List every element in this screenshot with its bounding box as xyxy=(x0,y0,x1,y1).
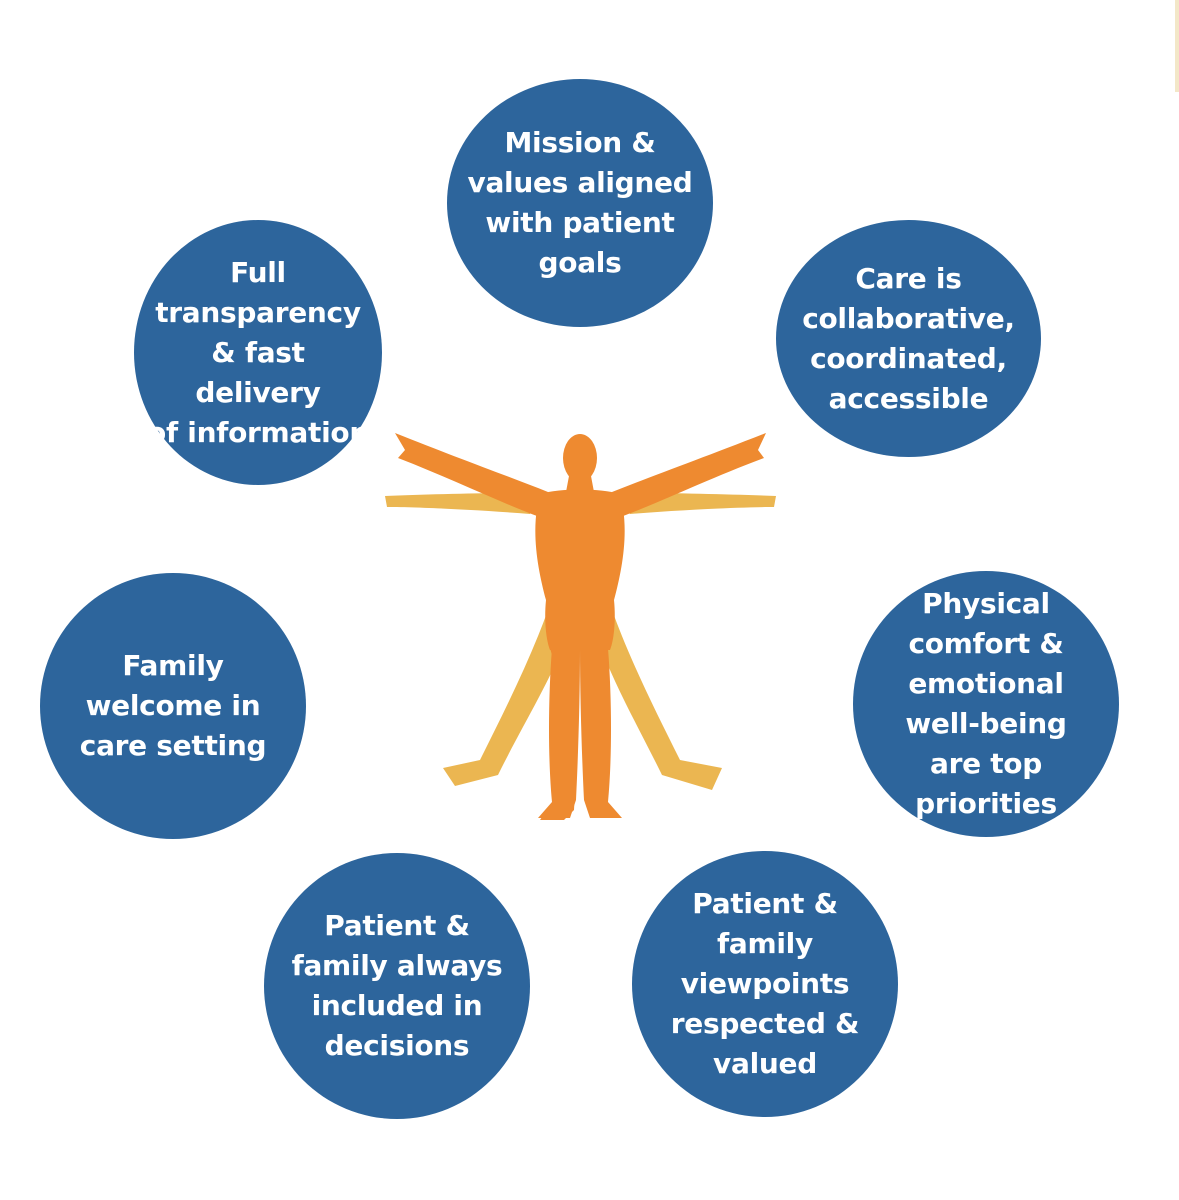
circle-mission-label: Mission & values aligned with patient go… xyxy=(467,126,693,279)
circle-transparency: Full transparency & fast delivery of inf… xyxy=(134,220,382,485)
circle-physical: Physical comfort & emotional well-being … xyxy=(853,571,1119,837)
circle-care-label: Care is collaborative, coordinated, acce… xyxy=(802,261,1015,415)
circle-family-label: Family welcome in care setting xyxy=(79,649,267,762)
circle-viewpoints: Patient & family viewpoints respected & … xyxy=(632,851,898,1117)
circle-decisions-label: Patient & family always included in deci… xyxy=(291,909,503,1062)
circle-care: Care is collaborative, coordinated, acce… xyxy=(776,220,1041,457)
circle-transparency-label: Full transparency & fast delivery of inf… xyxy=(147,255,369,449)
human-figure-icon xyxy=(385,433,776,820)
circle-viewpoints-label: Patient & family viewpoints respected & … xyxy=(670,887,860,1080)
figure-primary-body xyxy=(395,433,766,820)
circle-family: Family welcome in care setting xyxy=(40,573,306,839)
circle-mission: Mission & values aligned with patient go… xyxy=(447,79,713,327)
circle-physical-label: Physical comfort & emotional well-being … xyxy=(905,587,1067,820)
edge-accent-bar xyxy=(1175,0,1179,92)
circle-decisions: Patient & family always included in deci… xyxy=(264,853,530,1119)
